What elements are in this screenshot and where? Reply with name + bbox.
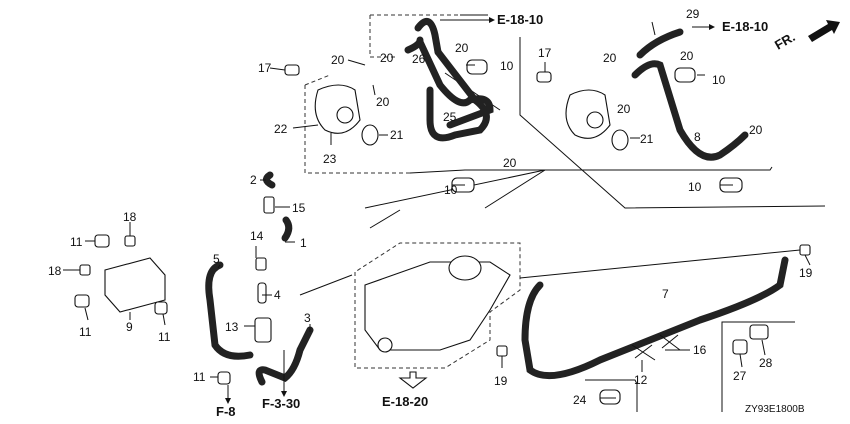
callout-22: 22: [274, 122, 288, 136]
callout-29: 29: [686, 7, 700, 21]
callout-11: 11: [70, 235, 83, 249]
reference-labels: E-18-10 E-18-10 E-18-20 F-8 F-3-30 FR. Z…: [216, 12, 805, 419]
callout-23: 23: [323, 152, 337, 166]
callout-13: 13: [225, 320, 239, 334]
callout-20: 20: [376, 95, 390, 109]
callout-2: 2: [250, 173, 257, 187]
callout-18: 18: [48, 264, 62, 278]
callout-17: 17: [538, 46, 552, 60]
callout-21: 21: [640, 132, 654, 146]
callout-labels: 29 20 20 26 17 17 20 20 20 20 20 20 20 1…: [48, 7, 813, 407]
callout-10: 10: [688, 180, 702, 194]
callout-20: 20: [603, 51, 617, 65]
callout-24: 24: [573, 393, 587, 407]
ref-e-18-10: E-18-10: [722, 19, 768, 34]
diagram-code: ZY93E1800B: [745, 404, 805, 415]
direction-label: FR.: [772, 29, 798, 52]
callout-4: 4: [274, 288, 281, 302]
callout-21: 21: [390, 128, 404, 142]
callout-1: 1: [300, 236, 307, 250]
callout-11: 11: [193, 370, 206, 384]
callout-28: 28: [759, 356, 773, 370]
ref-e-18-20: E-18-20: [382, 394, 428, 409]
callout-20: 20: [455, 41, 469, 55]
callout-15: 15: [292, 201, 306, 215]
hoses: [205, 18, 789, 386]
callout-12: 12: [634, 373, 648, 387]
callout-20: 20: [617, 102, 631, 116]
callout-8: 9: [126, 320, 133, 334]
frame-lines: [299, 14, 826, 412]
callout-25: 25: [443, 110, 457, 124]
callout-26: 26: [412, 52, 426, 66]
callout-19: 19: [799, 266, 813, 280]
ref-e-18-10: E-18-10: [497, 12, 543, 27]
callout-20: 20: [380, 51, 394, 65]
callout-20: 20: [680, 49, 694, 63]
callout-10: 10: [500, 59, 514, 73]
callout-7: 7: [662, 287, 669, 301]
ref-f-3-30: F-3-30: [262, 396, 300, 411]
parts: [74, 17, 840, 405]
callout-10: 10: [712, 73, 726, 87]
callout-14: 14: [250, 229, 264, 243]
callout-18: 18: [123, 210, 137, 224]
callout-19: 19: [494, 374, 508, 388]
ref-f-8: F-8: [216, 404, 236, 419]
callout-11: 11: [158, 330, 171, 344]
callout-20: 20: [503, 156, 517, 170]
callout-16: 16: [693, 343, 707, 357]
callout-5: 5: [213, 252, 220, 266]
callout-17: 17: [258, 61, 272, 75]
callout-27: 27: [733, 369, 747, 383]
leader-lines: [63, 21, 811, 399]
callout-9: 8: [694, 130, 701, 144]
callout-10: 10: [444, 183, 458, 197]
callout-20: 20: [331, 53, 345, 67]
callout-11: 11: [79, 325, 92, 339]
callout-20: 20: [749, 123, 763, 137]
callout-3: 3: [304, 311, 311, 325]
